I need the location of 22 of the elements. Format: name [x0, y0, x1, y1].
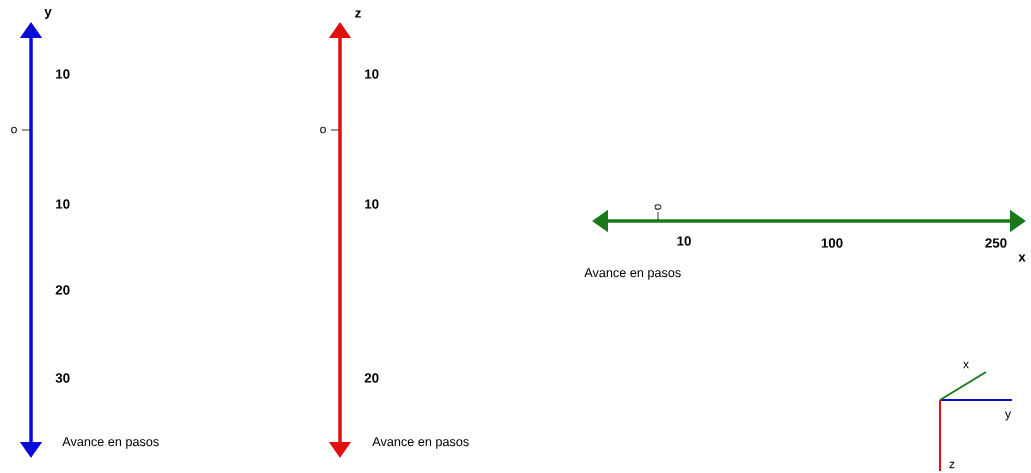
- tick-label: 10: [56, 199, 70, 209]
- tick-label: 30: [55, 373, 70, 383]
- tick-label: 20: [55, 285, 70, 295]
- tick-label: 10: [365, 199, 379, 209]
- tick-label: 10: [365, 69, 379, 79]
- axis-label: x: [963, 361, 969, 369]
- tick-label: 250: [985, 238, 1007, 248]
- axis-label: y: [1005, 411, 1011, 421]
- axis-caption: Avance en pasos: [62, 437, 159, 449]
- axis-caption: Avance en pasos: [372, 437, 469, 449]
- origin-label: o: [320, 126, 326, 134]
- tick-label: 10: [677, 236, 691, 246]
- axis-label: x: [1018, 254, 1026, 262]
- origin-label: o: [654, 204, 662, 210]
- axis-label: z: [949, 461, 955, 469]
- tick-label: 10: [56, 69, 70, 79]
- tick-label: 20: [364, 373, 379, 383]
- origin-label: o: [11, 126, 17, 134]
- axis-label: z: [355, 10, 361, 18]
- axis-caption: Avance en pasos: [584, 268, 681, 280]
- axis-label: y: [44, 9, 52, 19]
- tick-label: 100: [821, 238, 843, 248]
